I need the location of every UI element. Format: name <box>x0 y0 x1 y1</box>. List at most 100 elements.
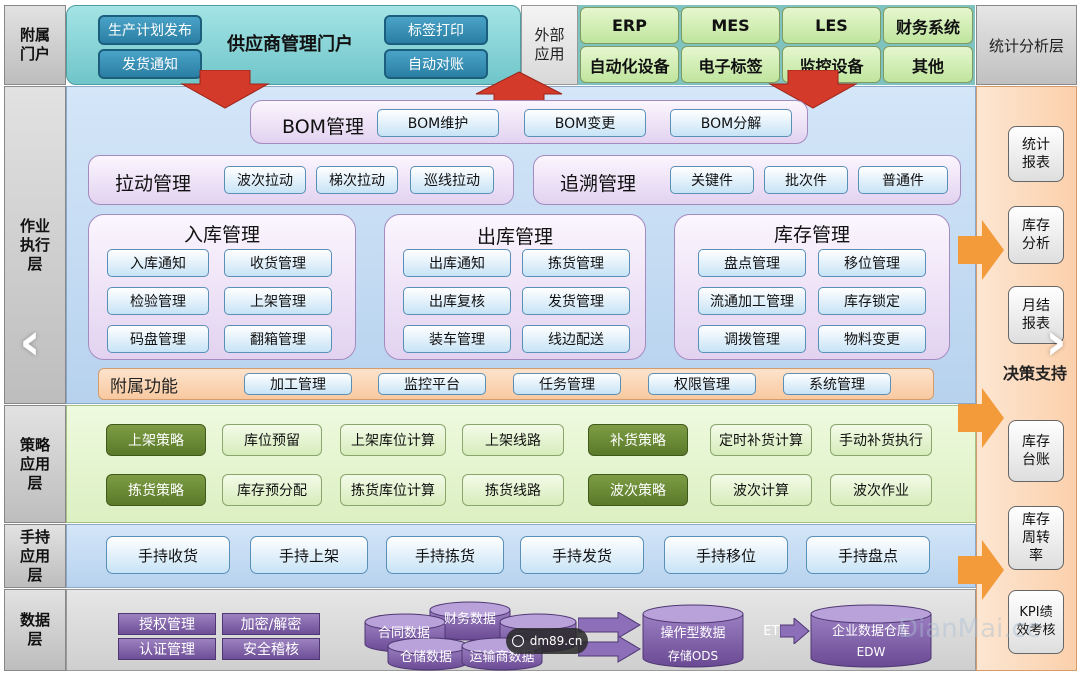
outbound-review-button[interactable]: 出库复核 <box>403 287 511 315</box>
strategy-manual-replenish-button[interactable]: 手动补货执行 <box>830 424 932 456</box>
aux-system-button[interactable]: 系统管理 <box>783 373 891 395</box>
data-audit-button[interactable]: 安全稽核 <box>222 638 320 660</box>
bom-decompose-button[interactable]: BOM分解 <box>670 109 792 137</box>
pull-tier-button[interactable]: 梯次拉动 <box>316 166 398 194</box>
external-app-e-label[interactable]: 电子标签 <box>681 46 780 83</box>
inbound-notice-button[interactable]: 入库通知 <box>107 249 209 277</box>
inventory-transfer-button[interactable]: 调拨管理 <box>698 325 806 353</box>
inventory-material-change-button[interactable]: 物料变更 <box>818 325 926 353</box>
handheld-ship-button[interactable]: 手持发货 <box>520 536 644 574</box>
external-apps-label: 外部应用 <box>521 5 578 85</box>
trace-title: 追溯管理 <box>560 172 637 195</box>
portal-button-label-print[interactable]: 标签打印 <box>384 15 488 45</box>
aux-permission-button[interactable]: 权限管理 <box>648 373 756 395</box>
handheld-receive-button[interactable]: 手持收货 <box>106 536 230 574</box>
data-authorize-button[interactable]: 授权管理 <box>118 613 216 635</box>
trace-key-part-button[interactable]: 关键件 <box>670 166 754 194</box>
portal-button-production-plan[interactable]: 生产计划发布 <box>98 15 202 45</box>
stats-ledger-button[interactable]: 库存台账 <box>1008 420 1064 482</box>
aux-monitor-button[interactable]: 监控平台 <box>378 373 486 395</box>
stats-inventory-analysis-button[interactable]: 库存分析 <box>1008 206 1064 264</box>
handheld-putaway-button[interactable]: 手持上架 <box>250 536 368 574</box>
outbound-pick-button[interactable]: 拣货管理 <box>522 249 630 277</box>
stats-report-button[interactable]: 统计报表 <box>1008 126 1064 182</box>
arrow-right-icon <box>958 540 1004 600</box>
inbound-receive-button[interactable]: 收货管理 <box>224 249 332 277</box>
trace-batch-part-button[interactable]: 批次件 <box>764 166 848 194</box>
arrow-down-icon <box>768 70 858 109</box>
inbound-putaway-button[interactable]: 上架管理 <box>224 287 332 315</box>
strategy-pick-route-button[interactable]: 拣货线路 <box>462 474 564 506</box>
stats-turnover-button[interactable]: 库存周转率 <box>1008 506 1064 570</box>
stats-decision-support: 决策支持 <box>1002 364 1067 383</box>
strategy-putaway-button[interactable]: 上架策略 <box>106 424 206 456</box>
strategy-putaway-route-button[interactable]: 上架线路 <box>462 424 564 456</box>
arrow-right-icon <box>958 220 1004 280</box>
aux-title: 附属功能 <box>110 376 178 397</box>
trace-normal-part-button[interactable]: 普通件 <box>858 166 948 194</box>
external-app-les[interactable]: LES <box>782 7 881 44</box>
arrow-right-icon <box>958 388 1004 448</box>
inventory-processing-button[interactable]: 流通加工管理 <box>698 287 806 315</box>
strategy-preallocate-button[interactable]: 库存预分配 <box>222 474 322 506</box>
handheld-move-button[interactable]: 手持移位 <box>664 536 788 574</box>
strategy-timed-replenish-button[interactable]: 定时补货计算 <box>710 424 812 456</box>
strategy-slot-reserve-button[interactable]: 库位预留 <box>222 424 322 456</box>
next-slide-arrow[interactable]: › <box>1045 312 1067 372</box>
layer-label-execution: 作业执行层 <box>4 86 66 404</box>
outbound-ship-button[interactable]: 发货管理 <box>522 287 630 315</box>
inbound-inspect-button[interactable]: 检验管理 <box>107 287 209 315</box>
portal-button-auto-reconcile[interactable]: 自动对账 <box>384 49 488 79</box>
arrow-right-icon <box>578 612 641 663</box>
arrow-right-icon <box>780 618 810 644</box>
stats-layer-label: 统计分析层 <box>976 5 1077 85</box>
inventory-move-button[interactable]: 移位管理 <box>818 249 926 277</box>
strategy-putaway-slot-calc-button[interactable]: 上架库位计算 <box>340 424 446 456</box>
external-app-finance[interactable]: 财务系统 <box>883 7 973 44</box>
aux-processing-button[interactable]: 加工管理 <box>244 373 352 395</box>
handheld-count-button[interactable]: 手持盘点 <box>806 536 930 574</box>
pull-line-button[interactable]: 巡线拉动 <box>410 166 494 194</box>
external-app-other[interactable]: 其他 <box>883 46 973 83</box>
layer-label-strategy: 策略应用层 <box>4 405 66 523</box>
inbound-palletize-button[interactable]: 码盘管理 <box>107 325 209 353</box>
data-authenticate-button[interactable]: 认证管理 <box>118 638 216 660</box>
external-app-erp[interactable]: ERP <box>580 7 679 44</box>
bom-change-button[interactable]: BOM变更 <box>524 109 646 137</box>
inbound-title: 入库管理 <box>183 223 260 246</box>
outbound-title: 出库管理 <box>476 225 553 248</box>
edw-label-top: 企业数据仓库 <box>831 623 910 639</box>
stats-monthly-report-button[interactable]: 月结报表 <box>1008 286 1064 344</box>
inventory-count-button[interactable]: 盘点管理 <box>698 249 806 277</box>
strategy-wave-calc-button[interactable]: 波次计算 <box>710 474 812 506</box>
pull-wave-button[interactable]: 波次拉动 <box>224 166 306 194</box>
strategy-replenish-button[interactable]: 补货策略 <box>588 424 688 456</box>
portal-button-shipping-notice[interactable]: 发货通知 <box>98 49 202 79</box>
data-store-finance: 财务数据 <box>443 611 496 627</box>
arrow-down-icon <box>180 70 270 109</box>
outbound-notice-button[interactable]: 出库通知 <box>403 249 511 277</box>
bom-maintain-button[interactable]: BOM维护 <box>377 109 499 137</box>
watermark-text: DianMai.cc <box>898 614 1041 644</box>
external-app-mes[interactable]: MES <box>681 7 780 44</box>
data-encrypt-button[interactable]: 加密/解密 <box>222 613 320 635</box>
strategy-pick-slot-calc-button[interactable]: 拣货库位计算 <box>340 474 446 506</box>
watermark-badge: dm89.cn <box>506 628 588 654</box>
ods-label-top: 操作型数据 <box>660 625 726 641</box>
data-store-warehouse: 仓储数据 <box>399 649 452 665</box>
inventory-lock-button[interactable]: 库存锁定 <box>818 287 926 315</box>
strategy-pick-button[interactable]: 拣货策略 <box>106 474 206 506</box>
aux-task-button[interactable]: 任务管理 <box>513 373 621 395</box>
external-app-automation[interactable]: 自动化设备 <box>580 46 679 83</box>
outbound-load-button[interactable]: 装车管理 <box>403 325 511 353</box>
prev-slide-arrow[interactable]: ‹ <box>19 312 41 372</box>
bom-title: BOM管理 <box>282 115 365 138</box>
outbound-line-delivery-button[interactable]: 线边配送 <box>522 325 630 353</box>
inbound-flip-box-button[interactable]: 翻箱管理 <box>224 325 332 353</box>
globe-icon <box>511 635 524 647</box>
layer-label-data: 数据层 <box>4 589 66 671</box>
handheld-pick-button[interactable]: 手持拣货 <box>386 536 504 574</box>
strategy-wave-button[interactable]: 波次策略 <box>588 474 688 506</box>
strategy-wave-op-button[interactable]: 波次作业 <box>830 474 932 506</box>
stats-kpi-button[interactable]: KPI绩效考核 <box>1008 590 1064 654</box>
